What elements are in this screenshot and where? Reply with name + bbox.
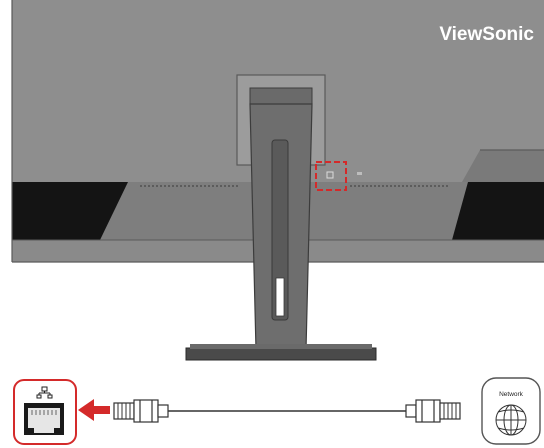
ethernet-cable <box>113 399 461 423</box>
cable-plug-right <box>439 402 461 420</box>
lan-port-highlight <box>315 161 362 191</box>
highlight-box <box>315 161 347 191</box>
cable-slot <box>271 139 289 321</box>
monitor-stand <box>185 74 377 361</box>
cable-strain-right <box>405 404 417 418</box>
network-symbol-icon <box>36 386 53 399</box>
lan-port-callout <box>13 379 77 445</box>
cable-plug-left <box>113 402 135 420</box>
port-marker <box>326 171 334 179</box>
monitor-right-bevel <box>462 150 544 182</box>
cable-slot-opening <box>275 277 285 317</box>
stand-base-top <box>190 344 372 349</box>
cable-strain-left <box>157 404 169 418</box>
arrow-left-icon <box>78 399 110 421</box>
cable-boot-left <box>133 399 159 423</box>
cable-boot-right <box>415 399 441 423</box>
stand-handle <box>249 87 313 105</box>
network-label: Network <box>499 391 524 398</box>
brand-logo: ViewSonic <box>439 24 534 45</box>
lan-port-icon <box>24 403 64 435</box>
network-callout: Network <box>481 377 541 445</box>
globe-icon <box>495 404 527 436</box>
stand-base <box>185 347 377 361</box>
